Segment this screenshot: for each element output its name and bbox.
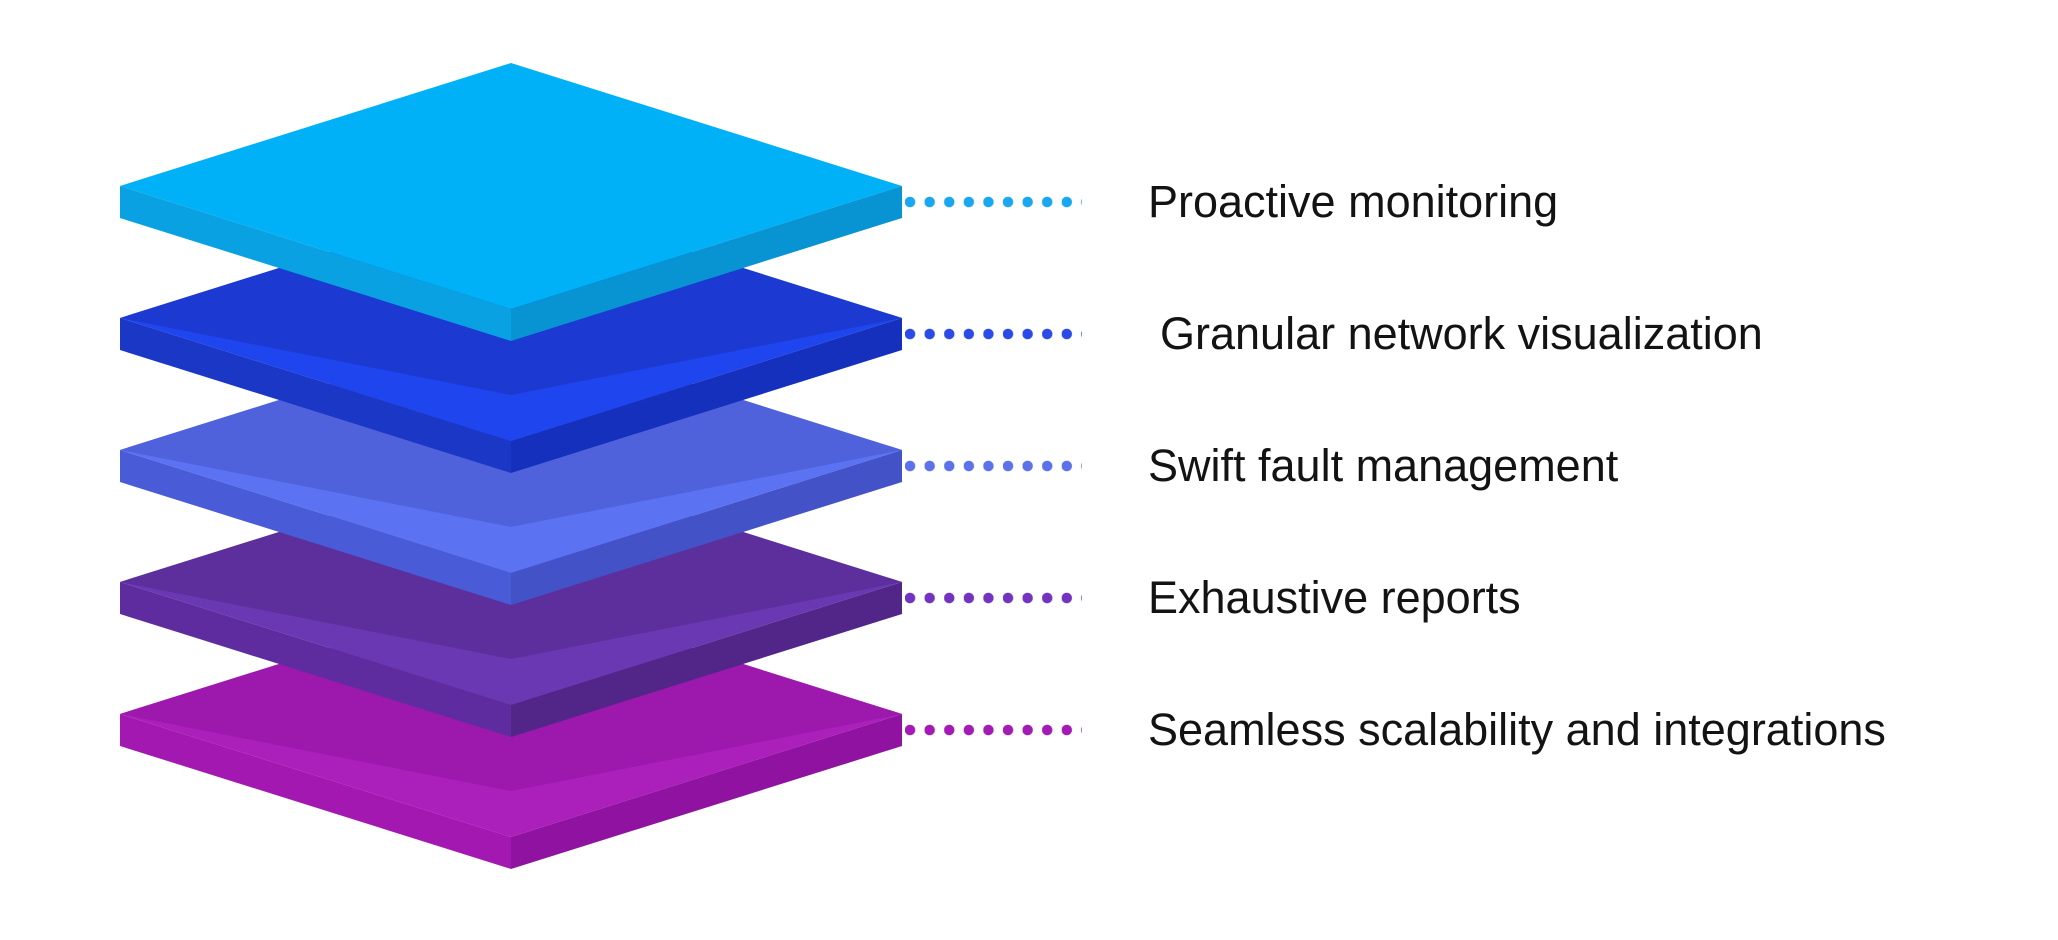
feature-row-swift-fault: Swift fault management: [905, 431, 1618, 501]
layer-right-face: [511, 318, 902, 473]
dotted-leader: [905, 328, 1082, 340]
stack-layer-proactive-monitoring: [120, 63, 902, 341]
feature-label: Granular network visualization: [1160, 308, 1763, 359]
dotted-leader: [905, 196, 1082, 208]
feature-label: Exhaustive reports: [1148, 572, 1521, 623]
feature-label: Swift fault management: [1148, 440, 1619, 491]
layer-left-face: [120, 582, 511, 737]
layer-right-face: [511, 186, 902, 341]
layer-left-face: [120, 318, 511, 473]
layer-left-face: [120, 450, 511, 605]
layer-left-face: [120, 714, 511, 869]
dotted-leader: [905, 592, 1082, 604]
layer-top-face: [120, 63, 902, 309]
feature-label: Seamless scalability and integrations: [1148, 704, 1886, 755]
dotted-leader: [905, 460, 1082, 472]
feature-row-proactive-monitoring: Proactive monitoring: [905, 167, 1558, 237]
feature-label: Proactive monitoring: [1148, 176, 1559, 227]
feature-row-granular-network: Granular network visualization: [905, 299, 1763, 369]
feature-row-seamless-scalability: Seamless scalability and integrations: [905, 695, 1886, 765]
dotted-leader: [905, 724, 1082, 736]
layer-right-face: [511, 714, 902, 869]
layer-right-face: [511, 450, 902, 605]
layer-left-face: [120, 186, 511, 341]
feature-row-exhaustive-reports: Exhaustive reports: [905, 563, 1521, 633]
layer-right-face: [511, 582, 902, 737]
